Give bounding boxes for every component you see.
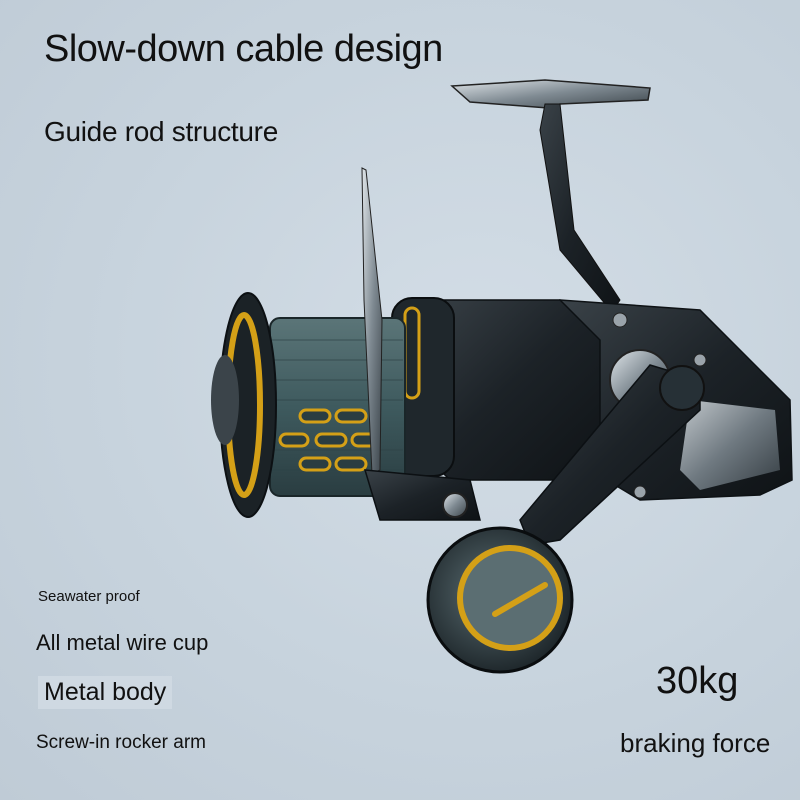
gearbox-screw	[693, 353, 707, 367]
handle-knob-gold-line	[492, 582, 548, 617]
feature-wire-cup: All metal wire cup	[36, 630, 209, 655]
handle-knob-gold-ring	[457, 545, 563, 651]
feature-seawater-proof: Seawater proof	[38, 588, 140, 605]
gearbox-screw	[633, 485, 647, 499]
bail-wire	[361, 167, 383, 475]
feature-rocker-arm: Screw-in rocker arm	[36, 732, 206, 753]
subheadline: Guide rod structure	[44, 116, 278, 147]
feature-metal-body: Metal body	[38, 676, 173, 709]
gearbox-chrome-panel	[680, 400, 780, 490]
gearbox-screw	[612, 312, 628, 328]
handle-stem	[539, 103, 621, 313]
spool-front-knob	[211, 355, 239, 445]
braking-force-label: braking force	[620, 728, 771, 758]
handle-t-bar	[450, 79, 651, 109]
headline: Slow-down cable design	[44, 28, 443, 70]
bail-screw	[442, 492, 468, 518]
braking-force-value: 30kg	[656, 660, 739, 702]
crank-hub	[659, 365, 705, 411]
